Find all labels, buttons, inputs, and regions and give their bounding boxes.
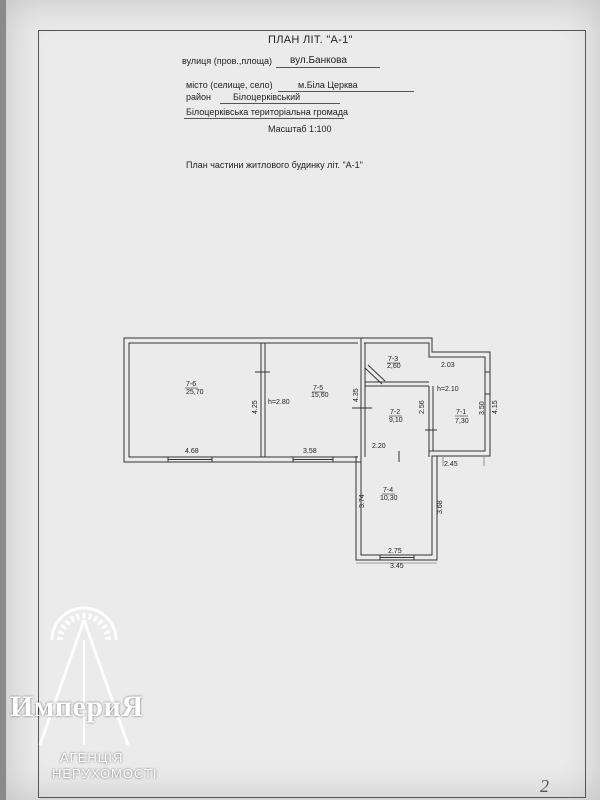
city-label: місто (селище, село) [186, 80, 273, 90]
street-label: вулиця (пров.,площа) [182, 56, 272, 66]
dimension-label: 2.75 [388, 548, 402, 555]
room-area: 25,70 [186, 389, 204, 396]
community-name: Білоцерківська територіальна громада [186, 107, 349, 117]
dimension-label: 4.35 [353, 388, 360, 402]
district-underline [220, 103, 340, 104]
watermark-line-2: НЕРУХОМОСТІ [52, 766, 158, 781]
room-area: 7,30 [455, 418, 469, 425]
ceiling-height: h=2.10 [437, 386, 459, 393]
dimension-label: 4.15 [492, 400, 499, 414]
district-label: район [186, 92, 212, 102]
document-sheet: ПЛАН ЛІТ. "А-1" вулиця (пров.,площа) вул… [6, 0, 600, 800]
watermark-brand: ИмпериЯ [10, 690, 144, 723]
room-id: 7-3 [388, 356, 398, 363]
document-frame [38, 30, 586, 798]
dimension-label: 2.45 [444, 461, 458, 468]
dimension-label: 2.03 [441, 362, 455, 369]
dimension-lines [356, 457, 485, 564]
street-underline [276, 67, 380, 68]
room-id: 7-6 [186, 381, 196, 388]
page-number: 2 [540, 776, 549, 796]
community-underline [184, 118, 344, 119]
scale-text: Масштаб 1:100 [268, 124, 332, 134]
street-value: вул.Банкова [290, 55, 347, 66]
dimension-label: 2.56 [419, 400, 426, 414]
dimension-label: 3.74 [359, 494, 366, 508]
plan-title: ПЛАН ЛІТ. "А-1" [268, 34, 353, 46]
district-value: Білоцерківський [233, 92, 301, 102]
dimension-label: 3.45 [390, 563, 404, 570]
city-underline [278, 91, 414, 92]
room-id: 7-1 [456, 409, 466, 416]
watermark-line-1: АГЕНЦІЯ [60, 750, 124, 765]
ceiling-height: h=2.80 [268, 399, 290, 406]
plan-subtitle: План частини житлового будинку літ. "А-1… [186, 160, 363, 170]
room-area: 2,60 [387, 363, 401, 370]
dimension-label: 2.20 [372, 443, 386, 450]
dimension-label: 3.50 [479, 401, 486, 415]
dimension-label: 4.68 [185, 448, 199, 455]
plan-openings [167, 364, 491, 561]
dimension-label: 3.68 [437, 500, 444, 514]
dimension-label: 4.25 [252, 400, 259, 414]
room-id: 7-4 [383, 487, 393, 494]
room-area: 10,30 [380, 495, 398, 502]
dimension-label: 3.58 [303, 448, 317, 455]
room-area: 15,60 [311, 392, 329, 399]
room-id: 7-5 [313, 385, 323, 392]
room-id: 7-2 [390, 409, 400, 416]
room-area: 9,10 [389, 417, 403, 424]
city-value: м.Біла Церква [298, 80, 358, 90]
plan-walls [123, 337, 491, 561]
